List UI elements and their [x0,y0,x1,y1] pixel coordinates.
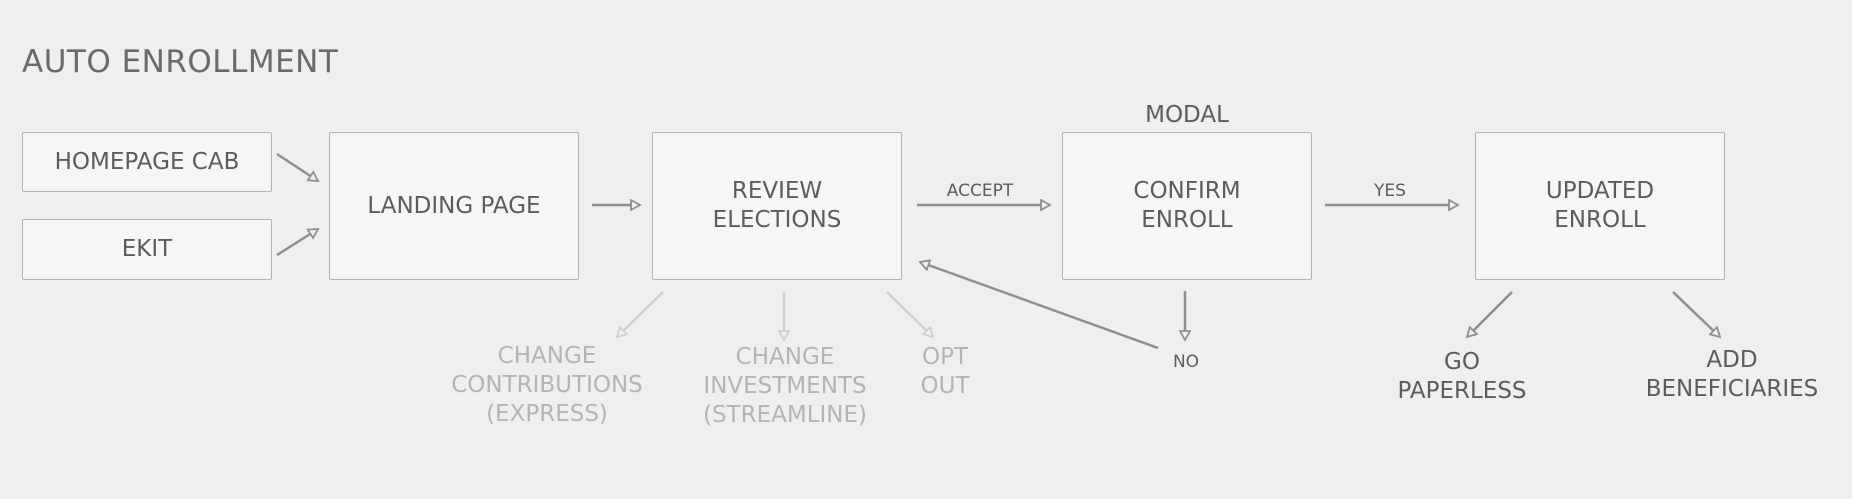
arrow-review-to-contributions [617,291,664,337]
modal-label: MODAL [1145,102,1229,128]
arrow-updated-to-beneficiaries [1672,291,1720,337]
no-label: NO [1172,352,1200,372]
landing-page-label: LANDING PAGE [367,192,541,219]
arrow-review-to-optout [886,291,933,337]
arrow-updated-to-paperless [1467,291,1513,337]
homepage-cab-label: HOMEPAGE CAB [54,148,240,175]
arrow-no-to-review [920,262,1159,350]
yes-label: YES [1374,181,1406,201]
landing-page-box: LANDING PAGE [329,132,579,280]
homepage-cab-box: HOMEPAGE CAB [22,132,272,192]
ekit-box: EKIT [22,219,272,280]
diagram-title: AUTO ENROLLMENT [22,44,339,80]
arrow-ekit-to-landing [276,227,318,257]
ekit-label: EKIT [121,236,173,262]
accept-label: ACCEPT [946,181,1014,201]
arrow-homepage-to-landing [276,152,318,183]
